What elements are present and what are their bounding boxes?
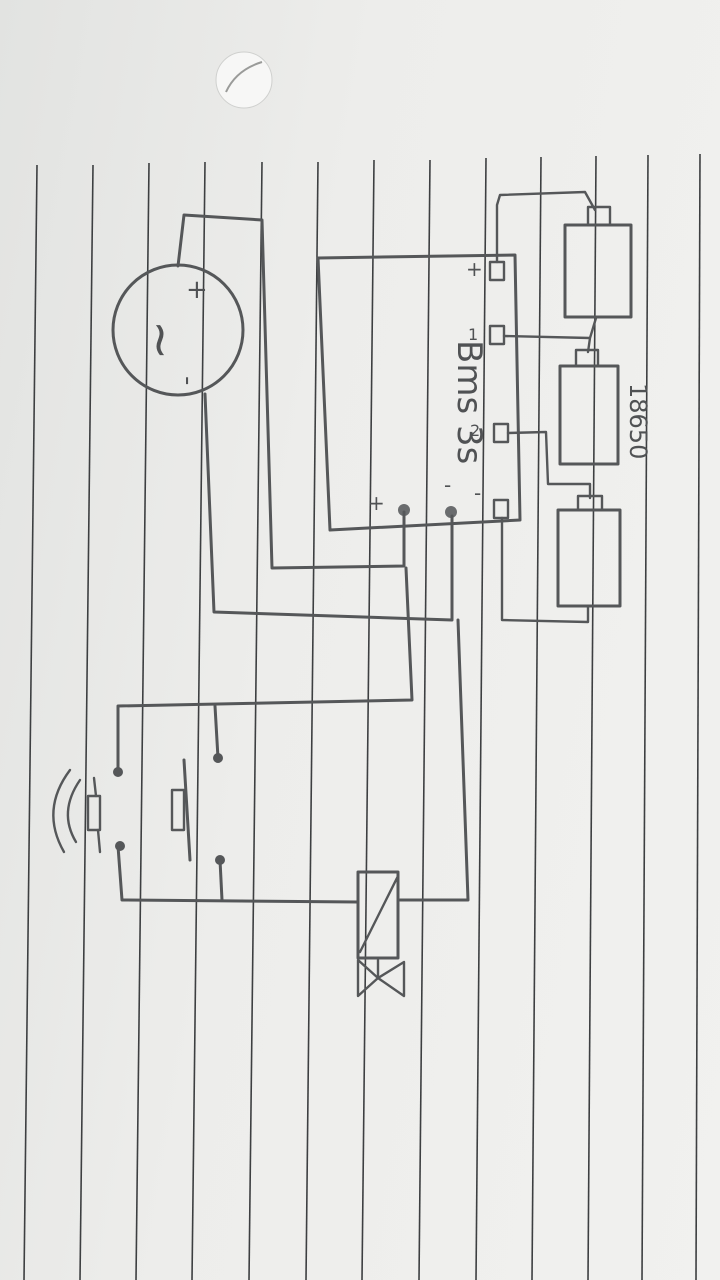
push-switch — [52, 704, 360, 904]
charger-wave-symbol: ~ — [133, 320, 189, 360]
binder-hole — [215, 51, 273, 109]
bms-pad-plus — [488, 260, 506, 282]
cell-2 — [558, 364, 620, 466]
bms-pad-minus — [492, 498, 510, 520]
switch-button — [170, 788, 186, 832]
solenoid-valve — [356, 870, 406, 998]
bms-board: Bms 3s + 1 2 - + - — [316, 253, 522, 532]
charger-source: + ~ - — [111, 263, 245, 397]
switch-bar — [182, 758, 192, 862]
ruled-lines — [23, 153, 701, 1280]
sound-arc-1 — [52, 768, 72, 854]
bms-pin-plus-label: + — [466, 257, 483, 281]
wiring — [116, 190, 598, 902]
bms-pin-2-label: 2 — [470, 421, 480, 440]
second-button — [86, 794, 102, 832]
bms-pad-2 — [492, 422, 510, 444]
bms-output-minus-terminal — [445, 506, 457, 518]
contact-left-top — [113, 767, 123, 777]
bms-output-minus-label: - — [444, 473, 451, 497]
binder-hole-shadow — [225, 61, 263, 93]
charger-plus-label: + — [186, 275, 208, 305]
bms-pad-1 — [488, 324, 506, 346]
cell-type-label: 18650 — [624, 383, 652, 459]
switch-lead-bottom — [218, 858, 224, 902]
cell-1 — [563, 223, 633, 319]
solenoid-diagonal — [358, 874, 400, 954]
bms-output-plus-label: + — [368, 491, 385, 515]
second-button-stem — [92, 776, 102, 854]
bms-label: Bms 3s — [449, 340, 489, 464]
cell-1-cap — [586, 205, 612, 227]
charger-minus-label: - — [173, 376, 203, 385]
switch-contact-top — [213, 753, 223, 763]
bms-pin-1-label: 1 — [468, 325, 478, 344]
switch-bottom-wire — [116, 844, 360, 904]
switch-lead-top — [213, 704, 220, 760]
bms-output-plus-terminal — [398, 504, 410, 516]
cell-2-cap — [574, 348, 600, 368]
sound-arc-2 — [66, 778, 82, 844]
bms-pin-minus-label: - — [474, 481, 481, 505]
battery-cells: 18650 — [556, 205, 652, 608]
cell-3 — [556, 508, 622, 608]
solenoid-coil — [356, 870, 400, 960]
bms-outline — [316, 253, 522, 532]
